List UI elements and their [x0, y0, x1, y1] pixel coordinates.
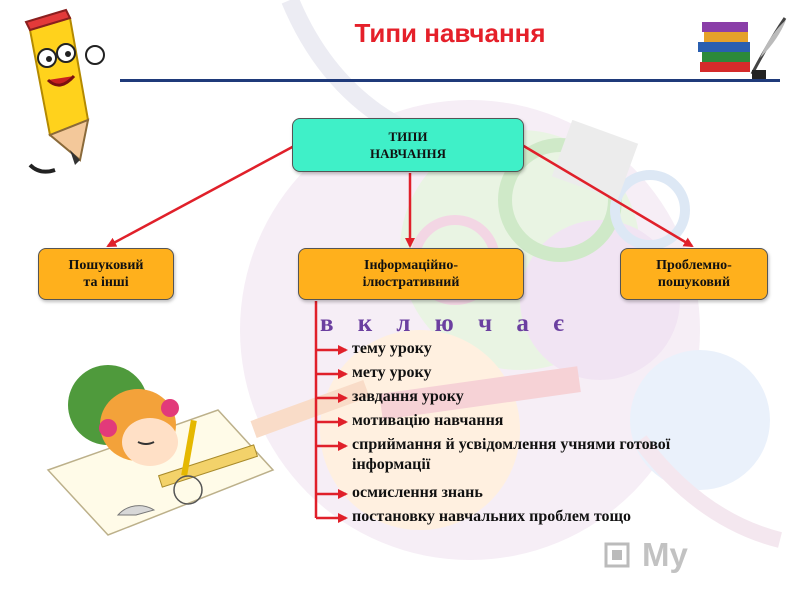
list-item: мету уроку — [352, 364, 432, 381]
list-item: мотивацію навчання — [352, 412, 504, 429]
child-node-search: Пошуковий та інші — [38, 248, 174, 300]
list-item: постановку навчальних проблем тощо — [352, 508, 631, 525]
books-quill-icon — [698, 17, 787, 80]
list-item: сприймання й усвідомлення учнями готової… — [352, 436, 671, 473]
list-item: завдання уроку — [352, 388, 464, 405]
root-node: ТИПИ НАВЧАННЯ — [292, 118, 524, 172]
arrow-to-child-3 — [521, 143, 694, 248]
watermark-logo-icon — [604, 542, 630, 568]
list-item: осмислення знань — [352, 484, 483, 501]
child-node-info-illustrative: Інформаційно- ілюстративний — [298, 248, 524, 300]
arrow-to-child-1 — [106, 143, 297, 248]
child-node-problem-search: Проблемно- пошуковий — [620, 248, 768, 300]
page-title: Типи навчання — [354, 18, 546, 48]
girl-drawing-icon — [46, 365, 275, 536]
list-item: тему уроку — [352, 340, 432, 357]
includes-label: в к л ю ч а є — [320, 310, 573, 337]
watermark-text: My — [642, 536, 688, 573]
title-divider — [120, 79, 780, 82]
pencil-mascot-icon — [0, 0, 120, 185]
